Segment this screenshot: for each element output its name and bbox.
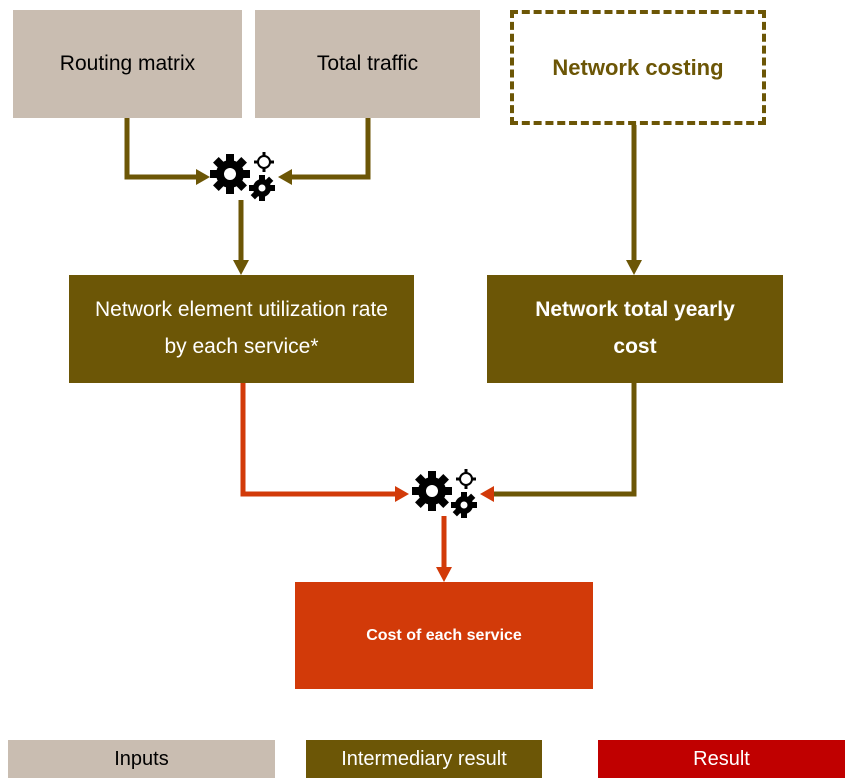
legend-result-label: Result <box>693 747 750 770</box>
red-arrows <box>240 383 447 570</box>
network-costing-box: Network costing <box>510 10 766 125</box>
arrow-routing-to-gear <box>124 118 200 180</box>
legend-intermediary-label: Intermediary result <box>341 747 507 770</box>
gears-icon <box>412 469 477 518</box>
arrow-traffic-to-gear <box>290 118 371 180</box>
arrowhead <box>395 486 409 502</box>
cost-of-each-service-box: Cost of each service <box>295 582 593 689</box>
utilization-label: Network element utilization rate by each… <box>95 298 388 358</box>
cost-of-each-service-label: Cost of each service <box>366 626 522 644</box>
gears-icon <box>210 152 275 201</box>
legend-result: Result <box>598 740 845 778</box>
network-costing-label: Network costing <box>552 54 724 80</box>
legend-inputs: Inputs <box>8 740 275 778</box>
arrow-yearly-to-gear2 <box>494 383 637 497</box>
arrow-utilization-to-gear2 <box>240 383 398 497</box>
total-traffic-box: Total traffic <box>255 10 480 118</box>
arrowhead <box>233 260 249 275</box>
arrowhead <box>480 486 494 502</box>
arrowhead <box>278 169 292 185</box>
routing-matrix-box: Routing matrix <box>13 10 242 118</box>
yearly-cost-label: Network total yearly cost <box>535 298 735 358</box>
arrowhead <box>436 567 452 582</box>
arrowhead <box>196 169 210 185</box>
legend-intermediary: Intermediary result <box>306 740 542 778</box>
yearly-cost-box: Network total yearly cost <box>487 275 783 383</box>
olive-arrows <box>124 118 637 497</box>
legend-inputs-label: Inputs <box>114 747 169 770</box>
utilization-box: Network element utilization rate by each… <box>69 275 414 383</box>
arrowhead <box>626 260 642 275</box>
routing-matrix-label: Routing matrix <box>59 52 196 75</box>
total-traffic-label: Total traffic <box>316 52 419 75</box>
